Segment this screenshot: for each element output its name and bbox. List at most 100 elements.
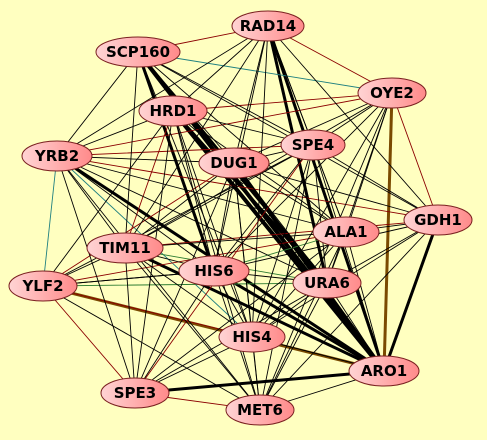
- edge-ala1-spe3: [134, 231, 347, 394]
- node-ellipse: [95, 36, 181, 68]
- edge-yrb2-gdh1: [56, 155, 439, 221]
- node-label: SPE4: [292, 136, 334, 154]
- node-ellipse: [100, 377, 170, 409]
- edge-hrd1-tim11: [124, 110, 174, 249]
- node-label: ALA1: [324, 223, 367, 241]
- edge-tim11-spe3: [124, 247, 136, 394]
- edge-dug1-his6: [213, 162, 235, 272]
- node-label: SPE3: [114, 384, 156, 402]
- node-ylf2[interactable]: YLF2: [8, 270, 78, 302]
- edge-ala1-aro1: [345, 231, 385, 372]
- edge-oye2-ura6: [326, 92, 393, 284]
- node-label: DUG1: [210, 154, 257, 172]
- node-label: URA6: [304, 274, 350, 292]
- node-ellipse: [8, 270, 78, 302]
- edge-rad14-tim11: [124, 25, 269, 249]
- node-tim11[interactable]: TIM11: [86, 232, 164, 264]
- edge-hrd1-oye2: [172, 92, 393, 112]
- edge-yrb2-spe3: [56, 155, 136, 394]
- node-gdh1[interactable]: GDH1: [403, 204, 473, 236]
- edge-ylf2-spe3: [42, 285, 136, 394]
- edge-scp160-oye2: [137, 51, 393, 94]
- node-yrb2[interactable]: YRB2: [21, 140, 93, 172]
- node-label: MET6: [237, 401, 283, 419]
- node-rad14[interactable]: RAD14: [231, 10, 305, 42]
- edge-yrb2-tim11: [56, 155, 126, 249]
- edge-rad14-yrb2: [56, 25, 269, 157]
- node-ura6[interactable]: URA6: [292, 267, 362, 299]
- node-ellipse: [178, 255, 250, 287]
- node-label: GDH1: [414, 211, 462, 229]
- node-hrd1[interactable]: HRD1: [138, 95, 208, 127]
- node-label: SCP160: [106, 43, 170, 61]
- edge-dug1-gdh1: [233, 162, 439, 221]
- edge-oye2-aro1: [382, 91, 394, 373]
- edge-tim11-aro1: [123, 246, 386, 373]
- edge-dug1-ura6: [233, 162, 328, 284]
- node-spe3[interactable]: SPE3: [100, 377, 170, 409]
- edge-ylf2-his4: [42, 285, 253, 338]
- edge-gdh1-his6: [213, 219, 439, 272]
- edge-scp160-yrb2: [56, 51, 139, 157]
- edge-yrb2-met6: [56, 155, 261, 411]
- edge-scp160-tim11: [124, 51, 139, 249]
- node-label: HRD1: [150, 102, 197, 120]
- edge-rad14-his4: [251, 25, 269, 338]
- edge-ylf2-met6: [42, 285, 261, 411]
- node-his4[interactable]: HIS4: [218, 321, 286, 353]
- node-label: YRB2: [34, 147, 79, 165]
- edge-spe3-aro1: [133, 369, 386, 395]
- edge-oye2-dug1: [233, 92, 393, 164]
- node-label: RAD14: [240, 17, 296, 35]
- node-aro1[interactable]: ARO1: [348, 355, 420, 387]
- node-label: HIS4: [232, 328, 271, 346]
- edge-scp160-his6: [136, 50, 216, 273]
- edge-rad14-dug1: [233, 25, 269, 164]
- node-ellipse: [357, 77, 427, 109]
- edge-spe4-tim11: [124, 144, 314, 249]
- node-spe4[interactable]: SPE4: [280, 129, 346, 161]
- node-ellipse: [198, 147, 270, 179]
- edge-oye2-gdh1: [391, 92, 439, 221]
- edge-yrb2-ala1: [56, 155, 347, 233]
- node-ellipse: [86, 232, 164, 264]
- edge-hrd1-his4: [172, 110, 253, 338]
- node-ellipse: [231, 10, 305, 42]
- edge-spe4-his6: [213, 144, 314, 272]
- edge-hrd1-his6: [172, 110, 215, 272]
- edge-yrb2-ura6: [56, 155, 328, 284]
- node-met6[interactable]: MET6: [225, 394, 295, 426]
- node-label: OYE2: [370, 84, 414, 102]
- node-label: TIM11: [99, 239, 151, 257]
- edge-ala1-met6: [259, 231, 347, 411]
- node-his6[interactable]: HIS6: [178, 255, 250, 287]
- edge-rad14-aro1: [266, 24, 386, 373]
- node-oye2[interactable]: OYE2: [357, 77, 427, 109]
- edge-dug1-ylf2: [42, 162, 235, 287]
- node-ellipse: [138, 95, 208, 127]
- node-ala1[interactable]: ALA1: [312, 216, 380, 248]
- node-ellipse: [292, 267, 362, 299]
- edge-tim11-met6: [124, 247, 261, 411]
- edge-spe4-ylf2: [42, 144, 314, 287]
- edge-ylf2-ura6: [42, 282, 328, 287]
- edge-scp160-spe4: [137, 51, 314, 146]
- edge-oye2-met6: [259, 92, 393, 411]
- node-ellipse: [312, 216, 380, 248]
- edge-spe4-his4: [251, 144, 314, 338]
- edge-gdh1-aro1: [382, 218, 440, 373]
- edge-tim11-gdh1: [124, 219, 439, 249]
- edge-spe4-ura6: [312, 144, 328, 284]
- edge-his6-spe3: [134, 270, 215, 394]
- edge-his6-aro1: [212, 269, 386, 373]
- edge-spe4-gdh1: [312, 144, 439, 221]
- node-scp160[interactable]: SCP160: [95, 36, 181, 68]
- edge-ura6-met6: [259, 282, 328, 411]
- node-dug1[interactable]: DUG1: [198, 147, 270, 179]
- edge-yrb2-ylf2: [42, 155, 58, 287]
- edge-spe4-aro1: [312, 144, 385, 372]
- edge-rad14-gdh1: [267, 25, 439, 221]
- edge-gdh1-met6: [259, 219, 439, 411]
- edge-dug1-tim11: [124, 162, 235, 249]
